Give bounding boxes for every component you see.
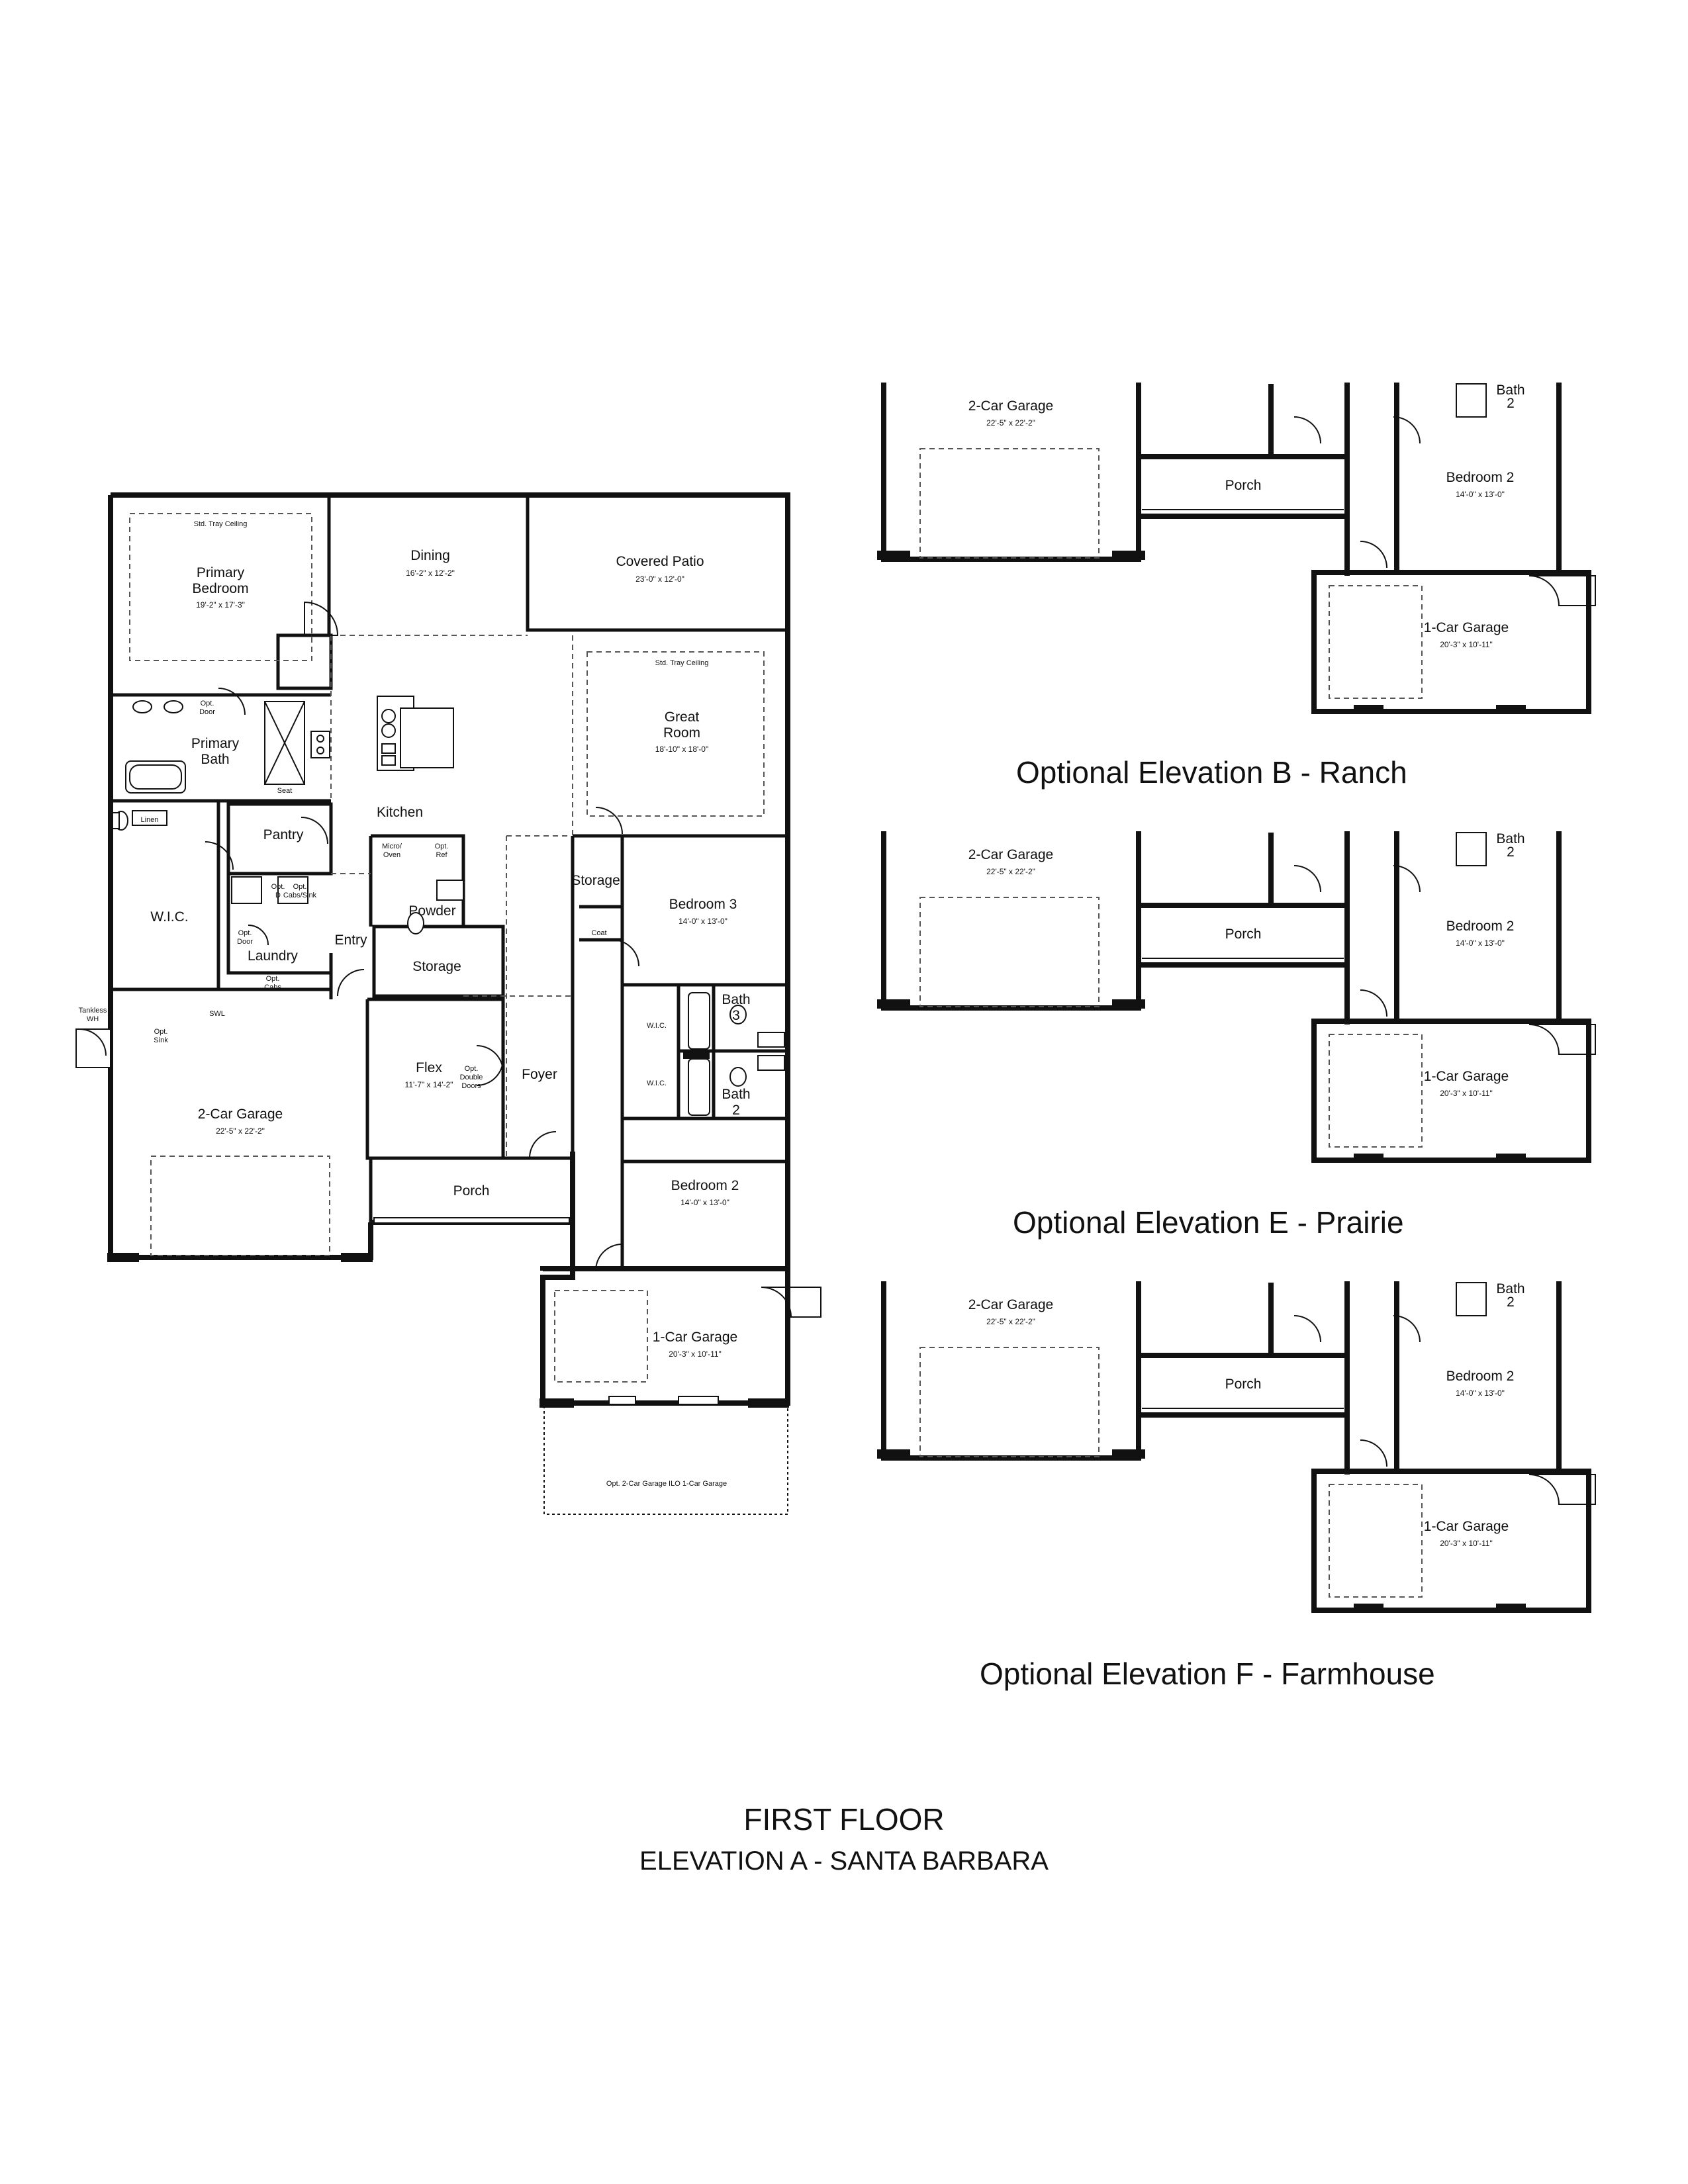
great-room-note: Std. Tray Ceiling (655, 659, 709, 667)
dining-label: Dining (410, 548, 450, 563)
opt-ref-note: Opt.Ref (435, 842, 449, 859)
elev-b-porch-label: Porch (1225, 478, 1262, 493)
elev-b-bedroom-dim: 14'-0" x 13'-0" (1456, 490, 1505, 499)
elevation-e-caption: Optional Elevation E - Prairie (1013, 1205, 1404, 1240)
bedroom-2-label: Bedroom 2 (671, 1178, 739, 1193)
flex-label: Flex (416, 1060, 442, 1075)
garage-2car-label: 2-Car Garage (198, 1107, 283, 1122)
bedroom-3-label: Bedroom 3 (669, 897, 737, 912)
bedroom-3-dim: 14'-0" x 13'-0" (679, 917, 727, 926)
bedroom-2-dim: 14'-0" x 13'-0" (680, 1198, 729, 1207)
laundry-label: Laundry (248, 948, 298, 964)
elev-b-garage-1car-label: 1-Car Garage (1424, 620, 1509, 635)
dining-dim: 16'-2" x 12'-2" (406, 569, 455, 578)
elev-b-garage-2car-label: 2-Car Garage (968, 398, 1053, 414)
opt-2car-garage-note: Opt. 2-Car Garage ILO 1-Car Garage (606, 1480, 727, 1488)
covered-patio-dim: 23'-0" x 12'-0" (635, 574, 684, 584)
elev-e-bedroom-dim: 14'-0" x 13'-0" (1456, 938, 1505, 948)
elev-b-garage-1car-dim: 20'-3" x 10'-11" (1440, 640, 1493, 649)
elev-e-garage-1car-label: 1-Car Garage (1424, 1069, 1509, 1084)
coat-note: Coat (591, 929, 606, 937)
elev-f-garage-1car-dim: 20'-3" x 10'-11" (1440, 1539, 1493, 1548)
entry-label: Entry (334, 933, 367, 948)
elevation-inset-e (877, 831, 1596, 1163)
elev-f-garage-2car-dim: 22'-5" x 22'-2" (986, 1317, 1035, 1326)
linen-label: Linen (141, 816, 159, 824)
storage-hall-label: Storage (571, 873, 620, 888)
foyer-label: Foyer (522, 1067, 557, 1082)
elevation-f-caption: Optional Elevation F - Farmhouse (980, 1657, 1435, 1691)
opt-sink-note: Opt.Sink (154, 1028, 168, 1044)
elev-f-garage-1car-label: 1-Car Garage (1424, 1519, 1509, 1534)
elevation-subtitle: ELEVATION A - SANTA BARBARA (639, 1846, 1049, 1876)
flex-dim: 11'-7" x 14'-2" (405, 1080, 453, 1089)
opt-cabs-sink-note: Opt.Cabs/Sink (283, 883, 317, 899)
primary-bedroom-dim: 19'-2" x 17'-3" (196, 600, 245, 610)
seat-note: Seat (277, 787, 293, 795)
wic-label: W.I.C. (150, 909, 188, 925)
elev-f-bedroom-label: Bedroom 2 (1446, 1369, 1515, 1384)
wic-bedroom-3-note: W.I.C. (647, 1022, 667, 1030)
elev-e-garage-2car-dim: 22'-5" x 22'-2" (986, 867, 1035, 876)
elev-b-bedroom-label: Bedroom 2 (1446, 470, 1515, 485)
primary-bedroom-note: Std. Tray Ceiling (194, 520, 248, 528)
floor-title: FIRST FLOOR (743, 1802, 945, 1837)
micro-oven-note: Micro/Oven (382, 842, 402, 859)
swl-note: SWL (209, 1010, 225, 1018)
elevation-b-caption: Optional Elevation B - Ranch (1016, 755, 1407, 790)
wic-bedroom-2-note: W.I.C. (647, 1079, 667, 1087)
elevation-inset-b (877, 383, 1596, 714)
opt-door-laundry-note: Opt.Door (237, 929, 253, 946)
elev-f-garage-2car-label: 2-Car Garage (968, 1297, 1053, 1312)
garage-1car-label: 1-Car Garage (653, 1330, 737, 1345)
elev-e-porch-label: Porch (1225, 927, 1262, 942)
powder-label: Powder (408, 903, 455, 919)
opt-d-note: Opt.D (271, 883, 285, 899)
covered-patio-label: Covered Patio (616, 554, 704, 569)
storage-label: Storage (412, 959, 461, 974)
elev-f-bedroom-dim: 14'-0" x 13'-0" (1456, 1388, 1505, 1398)
opt-door-note: Opt.Door (199, 700, 215, 716)
garage-1car-dim: 20'-3" x 10'-11" (669, 1349, 722, 1359)
elevation-inset-f (877, 1281, 1596, 1613)
elev-e-garage-2car-label: 2-Car Garage (968, 847, 1053, 862)
elev-f-porch-label: Porch (1225, 1377, 1262, 1392)
elev-b-garage-2car-dim: 22'-5" x 22'-2" (986, 418, 1035, 428)
garage-2car-dim: 22'-5" x 22'-2" (216, 1126, 265, 1136)
elev-e-bedroom-label: Bedroom 2 (1446, 919, 1515, 934)
pantry-label: Pantry (263, 827, 304, 842)
elev-e-garage-1car-dim: 20'-3" x 10'-11" (1440, 1089, 1493, 1098)
opt-cabs-note: Opt.Cabs (264, 975, 281, 991)
great-room-dim: 18'-10" x 18'-0" (655, 745, 708, 754)
main-plan (75, 492, 821, 1515)
kitchen-label: Kitchen (377, 805, 423, 820)
porch-label: Porch (453, 1183, 490, 1199)
